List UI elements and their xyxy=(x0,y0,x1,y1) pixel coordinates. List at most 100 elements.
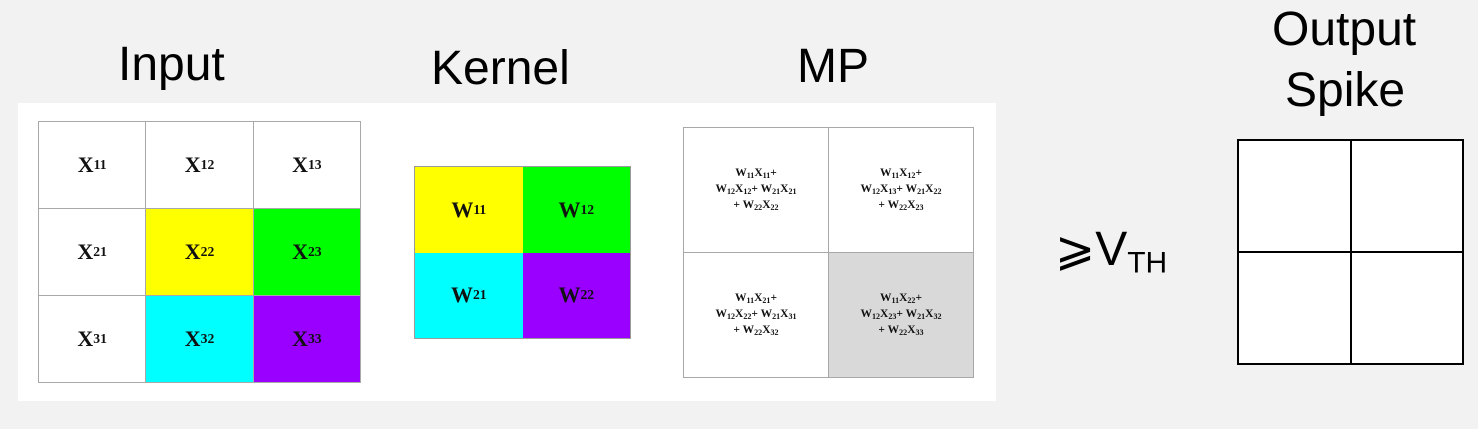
mp-term-var: X xyxy=(754,292,763,305)
input-cell-x13-var: X xyxy=(292,152,308,177)
kernel-cell-w12-var: W xyxy=(558,196,581,222)
mp-term-var: + W xyxy=(733,198,755,211)
input-cell-x32-subscript: 32 xyxy=(200,331,215,346)
mp-term-subscript: 12 xyxy=(907,171,916,181)
mp-term-subscript: 22 xyxy=(907,296,916,306)
output-spike-title-line2: Spike xyxy=(1285,64,1406,117)
mp-term-subscript: 22 xyxy=(743,312,752,322)
mp-term-subscript: 12 xyxy=(743,187,752,197)
mp-formula-line: + W22X33 xyxy=(878,323,923,339)
mp-term-subscript: 11 xyxy=(891,171,900,181)
input-cell-x23-subscript: 23 xyxy=(307,244,322,259)
mp-term-subscript: 31 xyxy=(788,312,797,322)
input-cell-x23-var: X xyxy=(292,239,308,264)
mp-term-subscript: 22 xyxy=(754,202,763,212)
mp-term-var: W xyxy=(734,292,747,305)
mp-term-subscript: 11 xyxy=(746,296,755,306)
mp-term-subscript: 12 xyxy=(726,187,736,197)
threshold-letter: V xyxy=(1095,223,1128,276)
mp-term-var: X xyxy=(754,167,763,180)
kernel-cell-w11-var: W xyxy=(451,196,474,222)
mp-term-var: X xyxy=(735,183,744,196)
mp-term-var: + xyxy=(915,292,923,305)
mp-term-subscript: 22 xyxy=(899,327,908,337)
mp-term-var: X xyxy=(762,323,771,336)
mp-term-var: X xyxy=(762,198,771,211)
mp-formula-line: W11X21+ xyxy=(735,291,777,307)
mp-cell-3: W11X21+W12X22+ W21X31+ W22X32 xyxy=(684,253,828,377)
mp-term-var: X xyxy=(925,183,934,196)
mp-term-var: + W xyxy=(751,183,773,196)
mp-formula-line: + W22X32 xyxy=(733,323,778,339)
input-title: Input xyxy=(118,38,225,91)
input-cell-x11-var: X xyxy=(77,152,94,177)
mp-term-var: X xyxy=(880,308,889,321)
kernel-cell-w12-subscript: 12 xyxy=(580,201,595,217)
input-cell-x12-var: X xyxy=(184,152,201,177)
kernel-title: Kernel xyxy=(431,42,570,95)
input-cell-x21-subscript: 21 xyxy=(93,244,107,259)
mp-term-subscript: 12 xyxy=(871,187,881,197)
mp-term-var: + W xyxy=(751,308,773,321)
mp-term-subscript: 22 xyxy=(754,327,763,337)
mp-term-var: W xyxy=(735,167,747,180)
mp-term-subscript: 22 xyxy=(933,187,942,197)
mp-term-var: X xyxy=(880,183,889,196)
output-spike-matrix xyxy=(1237,139,1464,365)
mp-term-subscript: 21 xyxy=(772,312,781,322)
mp-term-var: X xyxy=(899,292,908,305)
input-cell-x22-subscript: 22 xyxy=(200,244,215,259)
mp-term-var: W xyxy=(715,183,727,196)
output-spike-title-line1: Output xyxy=(1272,3,1417,56)
mp-term-var: X xyxy=(907,198,916,211)
mp-term-subscript: 12 xyxy=(871,312,881,322)
output-spike-cell xyxy=(1238,140,1351,252)
mp-term-var: + W xyxy=(896,183,918,196)
mp-formula-line: W12X22+ W21X31 xyxy=(715,307,796,323)
mp-term-var: W xyxy=(879,292,892,305)
threshold-subscript: TH xyxy=(1127,246,1168,280)
mp-formula-line: W12X12+ W21X21 xyxy=(715,182,796,198)
mp-term-var: X xyxy=(907,323,916,336)
mp-term-subscript: 11 xyxy=(891,296,900,306)
mp-term-var: + xyxy=(770,167,777,180)
mp-term-subscript: 33 xyxy=(915,327,924,337)
kernel-cell-w22-var: W xyxy=(558,282,581,308)
input-cell-x32-var: X xyxy=(184,326,201,351)
mp-formula-line: + W22X23 xyxy=(878,198,923,214)
mp-term-var: + W xyxy=(878,323,900,336)
mp-cell-2: W11X12+W12X13+ W21X22+ W22X23 xyxy=(829,128,973,252)
kernel-cell-w21-var: W xyxy=(450,282,473,308)
mp-term-subscript: 22 xyxy=(770,202,779,212)
mp-term-var: W xyxy=(860,308,872,321)
mp-term-subscript: 21 xyxy=(917,312,926,322)
mp-formula-line: + W22X22 xyxy=(733,198,778,214)
mp-formula-line: W11X11+ xyxy=(735,166,777,182)
kernel-cell-w21-subscript: 21 xyxy=(472,287,487,303)
threshold-condition: ⩾VTH xyxy=(1055,225,1167,279)
mp-term-subscript: 21 xyxy=(917,187,926,197)
mp-term-subscript: 12 xyxy=(726,312,736,322)
input-cell-x31-subscript: 31 xyxy=(93,331,107,346)
mp-term-var: X xyxy=(899,167,908,180)
output-spike-cell xyxy=(1238,252,1351,364)
input-cell-x33-subscript: 33 xyxy=(307,331,322,346)
input-cell-x21-var: X xyxy=(77,239,94,264)
mp-term-var: X xyxy=(780,308,789,321)
output-spike-cell xyxy=(1350,140,1463,252)
mp-term-var: + W xyxy=(733,323,755,336)
mp-term-subscript: 21 xyxy=(762,296,771,306)
mp-term-subscript: 13 xyxy=(888,187,897,197)
mp-term-subscript: 21 xyxy=(788,187,797,197)
mp-title: MP xyxy=(797,40,869,93)
mp-term-var: X xyxy=(925,308,934,321)
input-cell-x11-subscript: 11 xyxy=(93,157,107,172)
